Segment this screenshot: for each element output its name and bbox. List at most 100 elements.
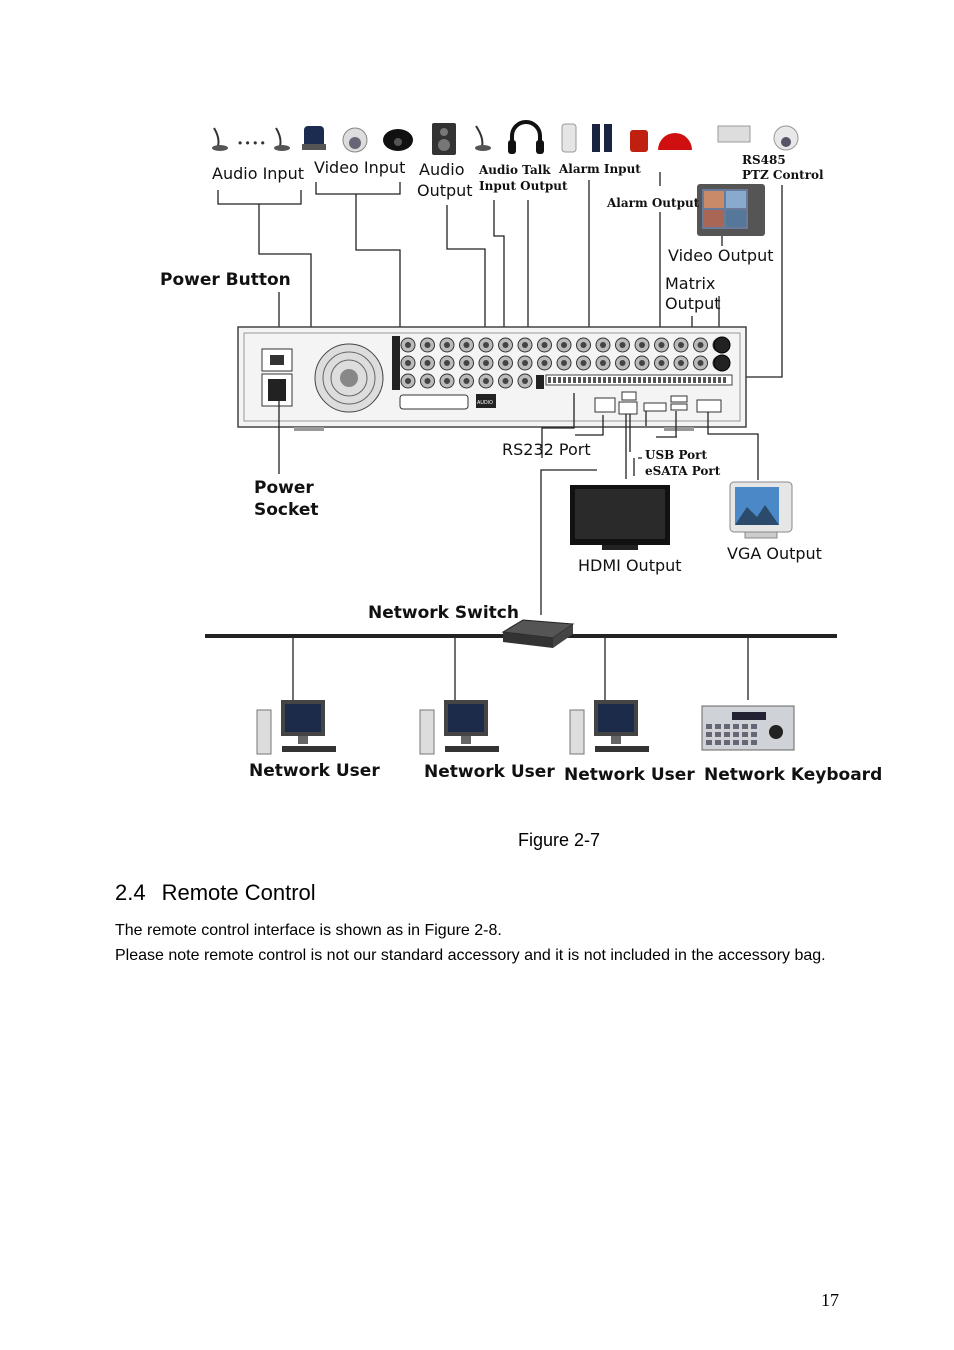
bnc-connector-pin <box>580 342 587 348</box>
terminal-pin <box>718 377 721 383</box>
svg-text:• • • •: • • • • <box>238 136 265 150</box>
section-number: 2.4 <box>115 880 146 905</box>
bnc-connector-pin <box>658 360 665 366</box>
keyboard-key <box>706 740 712 745</box>
keyboard-key <box>724 724 730 729</box>
bnc-connector-pin <box>483 342 489 348</box>
rs485-label-line1: RS485 <box>742 153 786 167</box>
microphone-icon: • • • • <box>212 127 290 151</box>
bnc-connector-pin <box>619 360 626 366</box>
terminal-pin <box>713 377 716 383</box>
bnc-connector-pin <box>424 378 431 384</box>
vga-output-label: VGA Output <box>727 544 822 563</box>
terminal-pin <box>723 377 726 383</box>
terminal-pin <box>673 377 676 383</box>
bnc-connector-pin <box>697 360 704 366</box>
keyboard-key <box>706 724 712 729</box>
terminal-pin <box>568 377 571 383</box>
terminal-pin <box>553 377 556 383</box>
figure-caption: Figure 2-7 <box>517 830 601 850</box>
page-number: 17 <box>821 1290 839 1310</box>
bnc-connector-pin <box>541 342 548 348</box>
keyboard-key <box>733 724 739 729</box>
terminal-pin <box>668 377 671 383</box>
bnc-connector-pin <box>678 360 684 366</box>
keyboard-key <box>715 740 721 745</box>
terminal-pin <box>613 377 616 383</box>
hdmi-tv-icon <box>570 485 670 550</box>
talk-mic-icon <box>475 125 491 151</box>
keyboard-key <box>751 740 757 745</box>
section-title: Remote Control <box>161 880 316 905</box>
terminal-pin <box>693 377 696 383</box>
bnc-connector-pin <box>522 378 528 384</box>
bnc-connector-pin <box>405 378 411 384</box>
network-user-label-1: Network User <box>249 761 380 781</box>
rs485-label-line2: PTZ Control <box>742 168 824 182</box>
camera-icons <box>302 126 413 153</box>
terminal-pin <box>583 377 586 383</box>
network-user-label-3: Network User <box>564 765 695 785</box>
keyboard-key <box>751 732 757 737</box>
power-button-label: Power Button <box>160 270 291 290</box>
network-user-label-2: Network User <box>424 762 555 782</box>
paragraph: Please note remote control is not our st… <box>115 947 826 964</box>
terminal-pin <box>658 377 661 383</box>
video-input-label: Video Input <box>314 158 405 177</box>
bnc-connector-pin <box>522 360 528 366</box>
keyboard-key <box>706 732 712 737</box>
bnc-connector-pin <box>483 378 489 384</box>
terminal-pin <box>573 377 576 383</box>
monitor-icon <box>697 184 765 236</box>
bnc-connector-pin <box>697 342 704 348</box>
computer-icon <box>569 700 649 755</box>
bnc-connector-pin <box>541 360 548 366</box>
terminal-pin <box>663 377 666 383</box>
headphones-icon <box>508 120 544 154</box>
terminal-pin <box>678 377 681 383</box>
alarm-input-label: Alarm Input <box>558 162 641 176</box>
network-keyboard-label: Network Keyboard <box>704 765 882 785</box>
bnc-connector-grid <box>400 336 731 389</box>
matrix-output-label-line2: Output <box>665 294 721 313</box>
terminal-pin <box>588 377 591 383</box>
terminal-pin <box>628 377 631 383</box>
rs232-port-label: RS232 Port <box>502 440 591 459</box>
keyboard-key <box>724 732 730 737</box>
bnc-connector-pin <box>444 378 450 384</box>
matrix-output-label-line1: Matrix <box>665 274 715 293</box>
video-output-label: Video Output <box>668 246 774 265</box>
terminal-pin <box>638 377 641 383</box>
bnc-connector-pin <box>600 360 606 366</box>
terminal-pin <box>643 377 646 383</box>
vga-monitor-icon <box>729 481 793 539</box>
keyboard-key <box>715 724 721 729</box>
computer-icon <box>256 700 336 755</box>
bnc-connector-pin <box>444 342 450 348</box>
bnc-connector-pin <box>678 342 684 348</box>
bnc-connector-pin <box>463 342 470 348</box>
paragraph: The remote control interface is shown as… <box>115 922 502 939</box>
terminal-pin <box>578 377 581 383</box>
keyboard-key <box>724 740 730 745</box>
terminal-pin <box>608 377 611 383</box>
terminal-pin <box>653 377 656 383</box>
terminal-pin <box>708 377 711 383</box>
terminal-pin <box>633 377 636 383</box>
bnc-connector-pin <box>600 342 606 348</box>
bnc-connector-pin <box>502 360 509 366</box>
terminal-pin <box>623 377 626 383</box>
audio-chip-label: AUDIO <box>477 400 493 406</box>
audio-talk-label-line1: Audio Talk <box>478 163 551 177</box>
keyboard-key <box>742 732 748 737</box>
bnc-connector-pin <box>502 342 509 348</box>
esata-port-label: eSATA Port <box>645 464 721 478</box>
speaker-icon <box>432 123 456 155</box>
ptz-camera-icons <box>717 125 799 151</box>
bnc-connector-pin <box>463 378 470 384</box>
bnc-connector-pin <box>639 342 645 348</box>
dvr-connection-diagram: • • • • <box>160 120 882 785</box>
terminal-pin <box>548 377 551 383</box>
terminal-pin <box>698 377 701 383</box>
power-socket-label-line2: Socket <box>254 500 319 520</box>
